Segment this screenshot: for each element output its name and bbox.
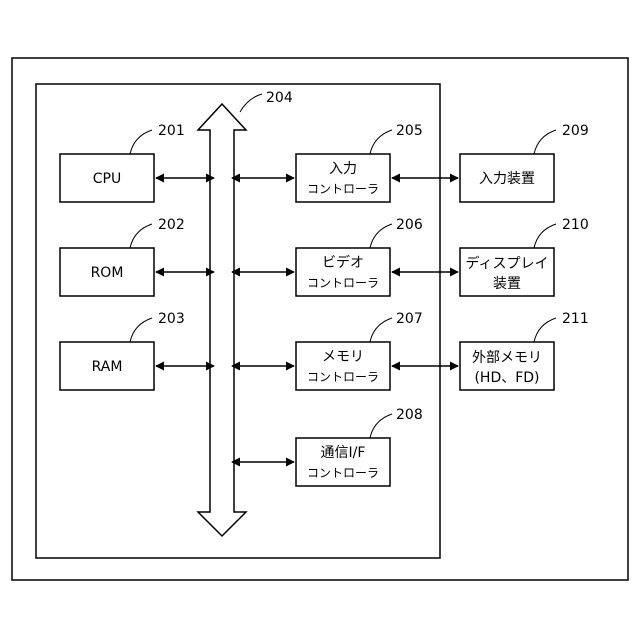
comm-if-controller-ref-label: 208 (396, 407, 423, 423)
system-bus-arrow (198, 104, 246, 536)
cpu-leader-line (130, 130, 152, 154)
comm-if-controller-leader-line (370, 414, 392, 438)
display-device-line1: ディスプレイ (465, 255, 548, 272)
input-device-ref-label: 209 (562, 123, 589, 139)
memory-controller-line2: コントローラ (307, 370, 379, 384)
input-controller-line2: コントローラ (307, 182, 379, 196)
input-controller-ref-label: 205 (396, 123, 423, 139)
external-memory-leader-line (534, 318, 556, 342)
memory-controller-line1: メモリ (322, 349, 364, 365)
external-memory-line2: (HD、FD) (474, 370, 539, 386)
rom-leader-line (130, 224, 152, 248)
video-controller-leader-line (370, 224, 392, 248)
input-controller-line1: 入力 (329, 161, 357, 177)
ram-ref-label: 203 (158, 311, 185, 327)
cpu-label: CPU (93, 171, 121, 187)
cpu-ref-label: 201 (158, 123, 185, 139)
outer-frame (12, 58, 628, 580)
comm-if-controller-line2: コントローラ (307, 466, 379, 480)
comm-if-controller-line1: 通信I/F (321, 445, 366, 461)
memory-controller-leader-line (370, 318, 392, 342)
video-controller-line1: ビデオ (322, 254, 364, 271)
video-controller-ref-label: 206 (396, 217, 423, 233)
rom-label: ROM (91, 265, 124, 281)
display-device-leader-line (534, 224, 556, 248)
input-device-label: 入力装置 (479, 171, 535, 187)
bus-ref-label: 204 (266, 90, 293, 106)
video-controller-line2: コントローラ (307, 276, 379, 290)
external-memory-line1: 外部メモリ (472, 350, 542, 366)
input-controller-leader-line (370, 130, 392, 154)
display-device-line2: 装置 (493, 276, 521, 292)
ram-label: RAM (92, 359, 123, 375)
ram-leader-line (130, 318, 152, 342)
display-device-ref-label: 210 (562, 217, 589, 233)
input-device-leader-line (534, 130, 556, 154)
bus-leader-line (240, 94, 262, 112)
rom-ref-label: 202 (158, 217, 185, 233)
memory-controller-ref-label: 207 (396, 311, 423, 327)
external-memory-ref-label: 211 (562, 311, 589, 327)
